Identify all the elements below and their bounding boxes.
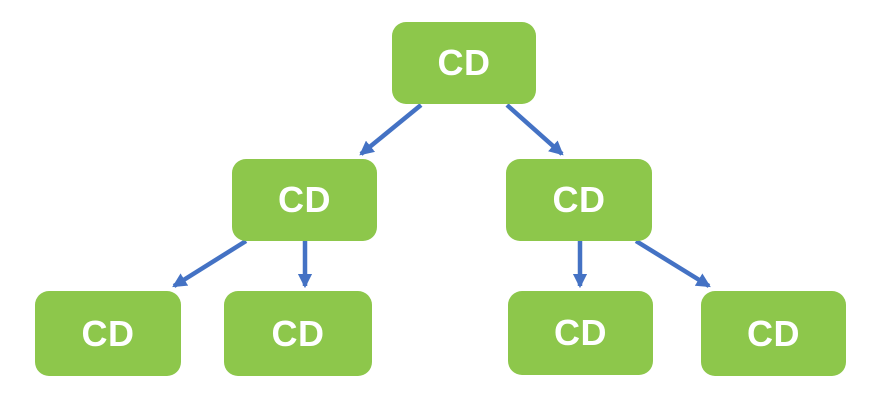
- tree-edge-root-to-mid-left: [359, 103, 423, 156]
- tree-node-mid-left: CD: [232, 159, 377, 241]
- tree-edge-mid-right-to-leaf-4: [634, 239, 711, 288]
- node-label: CD: [271, 312, 325, 354]
- tree-node-root: CD: [392, 22, 536, 104]
- tree-edge-root-to-mid-right: [505, 103, 564, 156]
- node-label: CD: [278, 179, 331, 220]
- node-label: CD: [747, 312, 800, 354]
- tree-edge-mid-left-to-leaf-1: [172, 239, 248, 288]
- tree-node-leaf-3: CD: [508, 291, 653, 375]
- tree-node-leaf-1: CD: [35, 291, 181, 376]
- tree-node-leaf-2: CD: [224, 291, 372, 376]
- tree-node-leaf-4: CD: [701, 291, 846, 376]
- node-label: CD: [552, 179, 606, 220]
- node-label: CD: [554, 312, 607, 353]
- node-label: CD: [437, 42, 491, 83]
- node-label: CD: [81, 312, 135, 354]
- tree-node-mid-right: CD: [506, 159, 652, 241]
